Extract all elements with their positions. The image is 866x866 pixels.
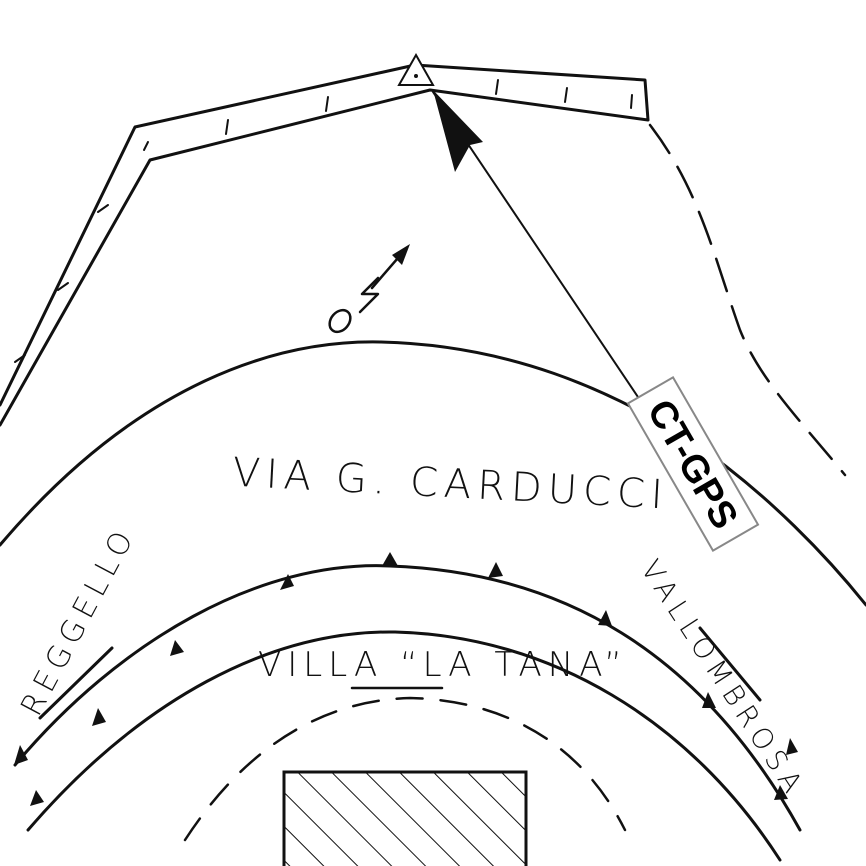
reggello-underline bbox=[38, 646, 114, 720]
direction-arrows bbox=[14, 552, 798, 806]
direction-vallombrosa: VALLOMBROSA bbox=[634, 554, 812, 804]
vallombrosa-underline bbox=[698, 626, 762, 702]
survey-point-icon bbox=[397, 52, 435, 86]
building-footprint bbox=[282, 770, 528, 866]
station-badge: CT-GPS bbox=[626, 376, 760, 552]
villa-boundary bbox=[26, 630, 782, 862]
direction-reggello: REGGELLO bbox=[14, 521, 143, 722]
sight-arrow-icon bbox=[433, 90, 483, 172]
boundary-wall bbox=[0, 63, 650, 427]
dashed-boundary bbox=[648, 123, 847, 477]
north-arrow-icon bbox=[328, 244, 410, 334]
villa-label: VILLA “LA TANA” bbox=[258, 645, 628, 685]
road-inner-edge bbox=[13, 564, 802, 832]
road-outer-edge bbox=[0, 340, 866, 607]
dashed-garden-ring bbox=[183, 696, 627, 842]
street-label: VIA G. CARDUCCI bbox=[231, 450, 669, 519]
